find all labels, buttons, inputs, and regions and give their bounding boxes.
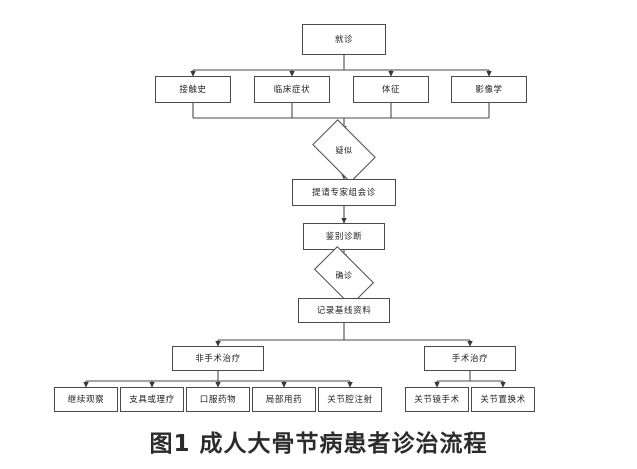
node-confirmed[interactable]: 确诊	[313, 245, 375, 306]
figure-caption: 图1 成人大骨节病患者诊治流程	[149, 431, 488, 457]
node-clinical-symptoms[interactable]: 临床症状	[254, 76, 330, 103]
node-joint-replacement-label: 关节置换术	[480, 394, 526, 405]
node-oral-medication-label: 口服药物	[199, 394, 237, 405]
node-brace-or-physiotherapy[interactable]: 支具或理疗	[120, 387, 184, 412]
node-physical-signs-label: 体征	[381, 84, 401, 95]
node-differential-diagnosis[interactable]: 鉴别诊断	[303, 223, 385, 250]
node-start[interactable]: 就诊	[302, 24, 386, 55]
node-physical-signs[interactable]: 体征	[353, 76, 429, 103]
node-exposure-history-label: 接触史	[179, 84, 207, 95]
node-intraarticular-injection[interactable]: 关节腔注射	[318, 387, 382, 412]
node-arthroscopic-surgery-label: 关节镜手术	[414, 394, 460, 405]
node-continued-observation[interactable]: 继续观察	[54, 387, 118, 412]
node-surgical-treatment-label: 手术治疗	[451, 353, 489, 364]
node-nonsurgical-treatment-label: 非手术治疗	[195, 353, 241, 364]
node-clinical-symptoms-label: 临床症状	[273, 84, 311, 95]
node-confirmed-label: 确诊	[335, 270, 353, 280]
node-record-baseline-data[interactable]: 记录基线资料	[298, 298, 390, 323]
node-intraarticular-injection-label: 关节腔注射	[327, 394, 373, 405]
node-suspected[interactable]: 疑似	[312, 119, 376, 183]
node-expert-consultation-label: 提请专家组会诊	[312, 187, 376, 198]
node-start-label: 就诊	[334, 34, 354, 45]
node-topical-medication[interactable]: 局部用药	[252, 387, 316, 412]
node-arthroscopic-surgery[interactable]: 关节镜手术	[405, 387, 469, 412]
node-imaging-label: 影像学	[475, 84, 503, 95]
node-imaging[interactable]: 影像学	[451, 76, 527, 103]
node-exposure-history[interactable]: 接触史	[155, 76, 231, 103]
node-continued-observation-label: 继续观察	[67, 394, 105, 405]
node-expert-consultation[interactable]: 提请专家组会诊	[292, 179, 396, 206]
node-suspected-label: 疑似	[335, 146, 353, 155]
node-record-baseline-data-label: 记录基线资料	[316, 305, 372, 316]
node-differential-diagnosis-label: 鉴别诊断	[325, 231, 363, 242]
node-topical-medication-label: 局部用药	[265, 394, 303, 405]
node-nonsurgical-treatment[interactable]: 非手术治疗	[172, 346, 264, 371]
node-surgical-treatment[interactable]: 手术治疗	[424, 346, 516, 371]
node-joint-replacement[interactable]: 关节置换术	[471, 387, 535, 412]
flowchart-connectors	[83, 55, 506, 388]
node-oral-medication[interactable]: 口服药物	[186, 387, 250, 412]
node-brace-or-physiotherapy-label: 支具或理疗	[129, 394, 175, 405]
